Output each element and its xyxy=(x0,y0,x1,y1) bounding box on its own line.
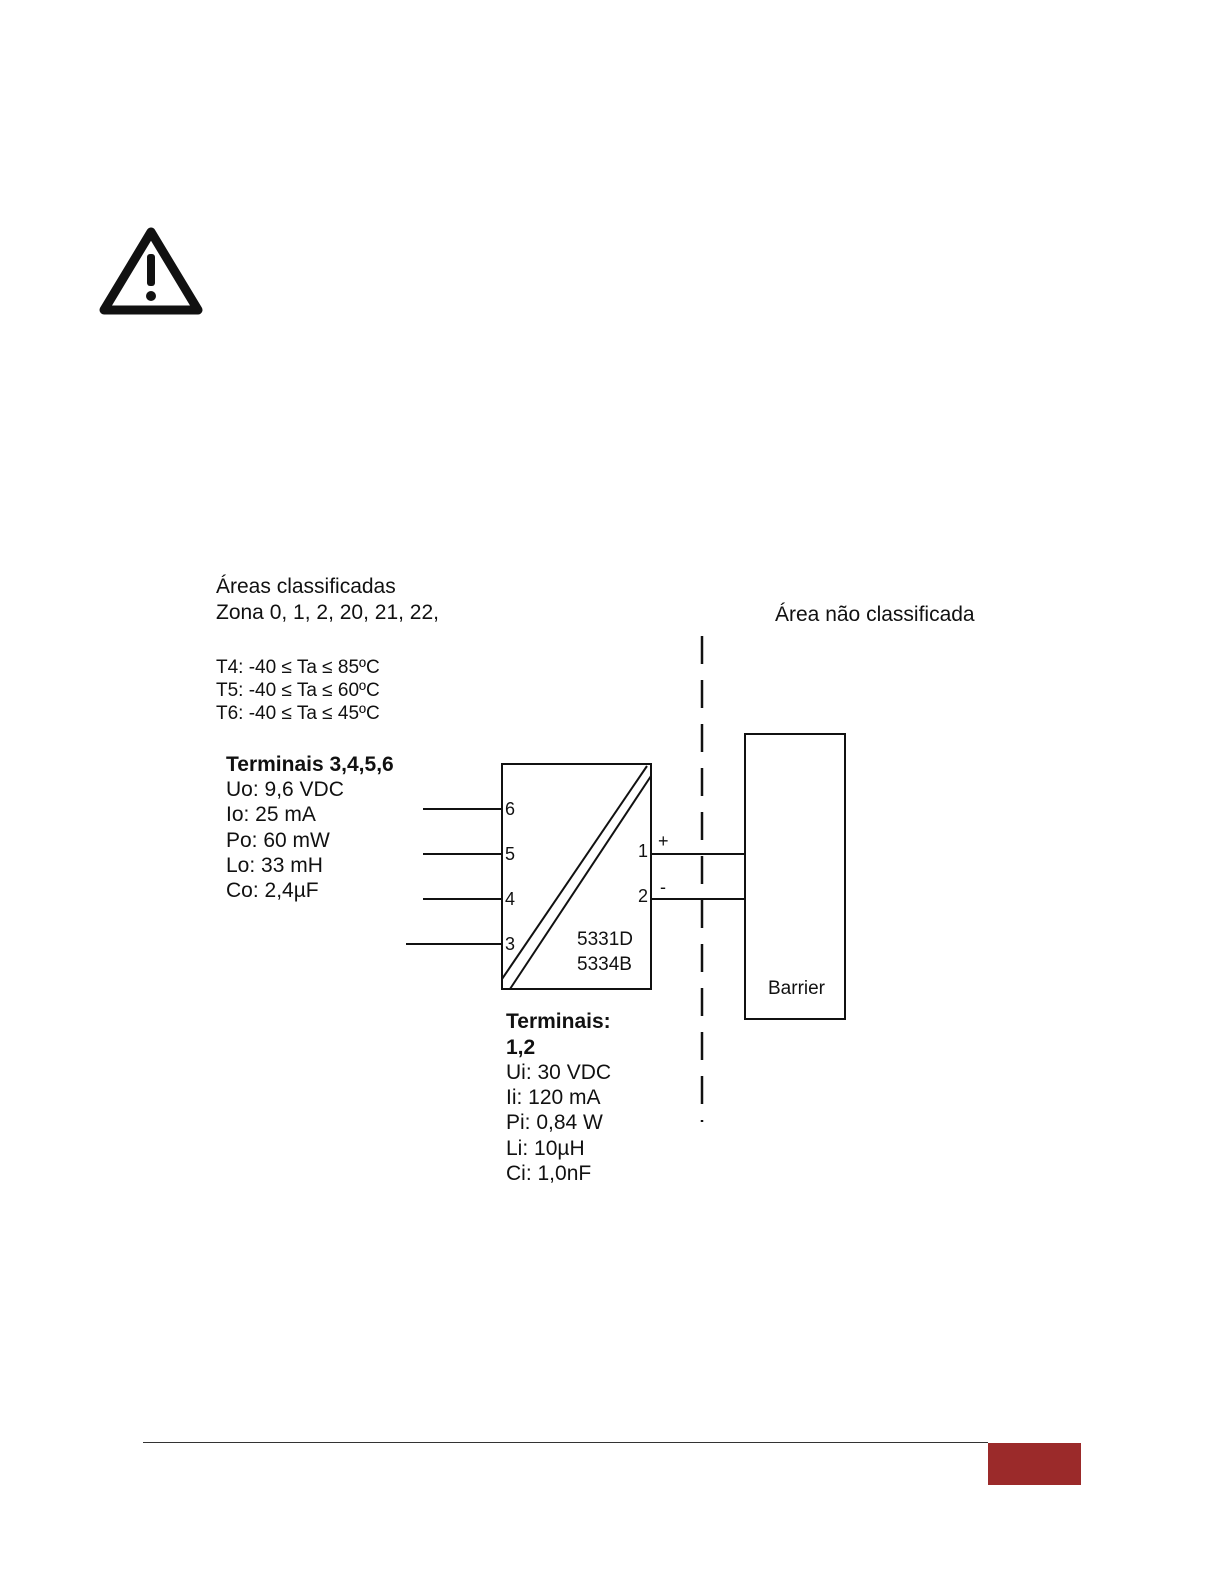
barrier-box xyxy=(744,733,846,1020)
non-classified-area-title: Área não classificada xyxy=(775,603,975,626)
param-io: Io: 25 mA xyxy=(226,803,316,826)
terminal-label-6: 6 xyxy=(505,799,516,819)
module-model-5334b: 5334B xyxy=(577,954,632,975)
temp-class-t5: T5: -40 ≤ Ta ≤ 60ºC xyxy=(216,680,380,701)
param-ci: Ci: 1,0nF xyxy=(506,1162,592,1185)
terminals-12-header: Terminais: xyxy=(506,1010,611,1033)
barrier-label: Barrier xyxy=(768,978,826,999)
terminal-label-2: 2 xyxy=(638,886,649,906)
terminals-12-header-numbers: 1,2 xyxy=(506,1036,536,1059)
polarity-plus: + xyxy=(658,831,669,851)
terminal-label-5: 5 xyxy=(505,844,516,864)
param-lo: Lo: 33 mH xyxy=(226,854,323,877)
classified-zones: Zona 0, 1, 2, 20, 21, 22, xyxy=(216,601,439,624)
polarity-minus: - xyxy=(660,877,666,897)
classified-area-title: Áreas classificadas xyxy=(216,575,396,598)
terminal-label-1: 1 xyxy=(638,841,649,861)
terminal-label-3: 3 xyxy=(505,934,516,954)
param-pi: Pi: 0,84 W xyxy=(506,1111,603,1134)
param-po: Po: 60 mW xyxy=(226,829,330,852)
module-box xyxy=(501,763,652,990)
param-uo: Uo: 9,6 VDC xyxy=(226,778,344,801)
param-ii: Ii: 120 mA xyxy=(506,1086,601,1109)
module-model-5331d: 5331D xyxy=(577,929,633,950)
param-co: Co: 2,4µF xyxy=(226,879,319,902)
footer-rule xyxy=(143,1442,988,1443)
footer-page-box xyxy=(988,1443,1081,1485)
param-ui: Ui: 30 VDC xyxy=(506,1061,612,1084)
temp-class-t6: T6: -40 ≤ Ta ≤ 45ºC xyxy=(216,703,380,724)
terminal-label-4: 4 xyxy=(505,889,516,909)
temp-class-t4: T4: -40 ≤ Ta ≤ 85ºC xyxy=(216,657,380,678)
param-li: Li: 10µH xyxy=(506,1137,585,1160)
warning-triangle-icon xyxy=(99,227,203,315)
terminals-3456-header: Terminais 3,4,5,6 xyxy=(226,753,394,776)
